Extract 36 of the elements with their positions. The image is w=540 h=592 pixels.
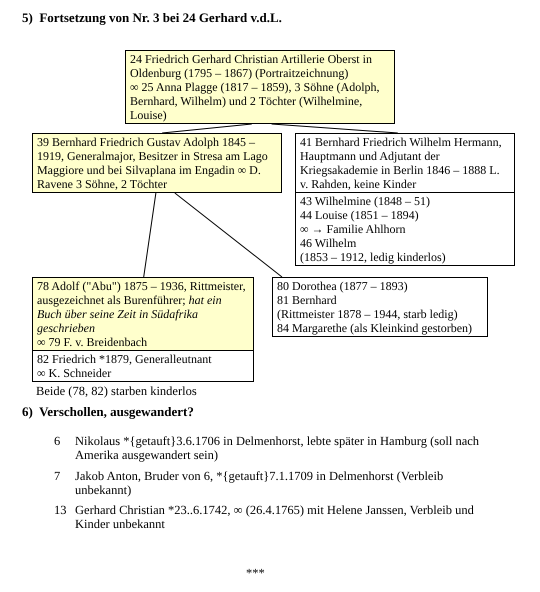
siblings-box [272,277,488,337]
entry-text: ∞ 25 Anna Plagge (1817 – 1859), 3 Söhne (Adolph, Bernhard, Wilhelm) und 2 Töchter (Wilhelmine, Louise) [130,80,381,122]
entry-text: 82 Friedrich *1879, Generalleutnant [37,352,213,366]
entry-text: 78 Adolf ("Abu") 1875 – 1936, Rittmeister, ausgezeichnet als Burenführer; hat ein Buch über seine Zeit in Südafrika geschrieben [37,279,247,335]
entry-text: ∞ K. Schneider [37,366,112,380]
entry-text: 46 Wilhelm [300,236,358,250]
entry-text: 44 Louise (1851 – 1894) [300,208,420,222]
entry-text: 24 Friedrich Gerhard Christian Artillerie Oberst in Oldenburg (1795 – 1867) (Portraitzeichnung) [130,52,373,80]
connector-line [162,124,252,134]
person-box [32,277,254,351]
entry-text: 80 Dorothea (1877 – 1893) [277,279,409,293]
list-number: 6 [54,434,60,448]
connector-line [271,124,398,134]
list-number: 7 [54,469,60,483]
list-item-text: Nikolaus *{getauft}3.6.1706 in Delmenhorst, lebte später in Hamburg (soll nach Amerika ausgewandert sein) [75,434,480,462]
entry-text: 39 Bernhard Friedrich Gustav Adolph 1845 – 1919, Generalmajor, Besitzer in Stresa am Lago Maggiore und bei Silvaplana im Engadin ∞ D. Ravene 3 Söhne, 2 Töchter [37,135,269,191]
separator-mark: *** [246,566,265,580]
list-number: 13 [54,503,66,517]
list-item-text: Jakob Anton, Bruder von 6, *{getauft}7.1.1709 in Delmenhorst (Verbleib unbekannt) [75,469,444,497]
entry-text: 41 Bernhard Friedrich Wilhelm Hermann, Hauptmann und Adjutant der Kriegsakademie in Berlin 1846 – 1888 L. v. Rahden, keine Kinder [300,135,503,191]
list-item-text: Gerhard Christian *23..6.1742, ∞ (26.4.1765) mit Helene Janssen, Verbleib und Kinder unbekannt [75,503,475,531]
entry-text: ∞ 79 F. v. Breidenbach [37,335,148,349]
section-heading: 5) Fortsetzung von Nr. 3 bei 24 Gerhard v.d.L. [22,10,282,26]
entry-text: 81 Bernhard [277,293,338,307]
person-box [32,350,254,382]
connector-line [174,192,282,278]
connector-line [143,192,156,278]
entry-text: (Rittmeister 1878 – 1944, starb ledig) [277,307,459,321]
person-box [125,50,395,124]
entry-text: (1853 – 1912, ledig kinderlos) [300,250,447,264]
siblings-box [295,192,515,266]
section-heading: 6) Verschollen, ausgewandert? [22,405,194,419]
entry-text: 84 Margarethe (als Kleinkind gestorben) [277,321,474,335]
note-text: Beide (78, 82) starben kinderlos [36,384,197,398]
entry-text: ∞ → Familie Ahlhorn [300,222,407,236]
entry-text: 43 Wilhelmine (1848 – 51) [300,194,431,208]
